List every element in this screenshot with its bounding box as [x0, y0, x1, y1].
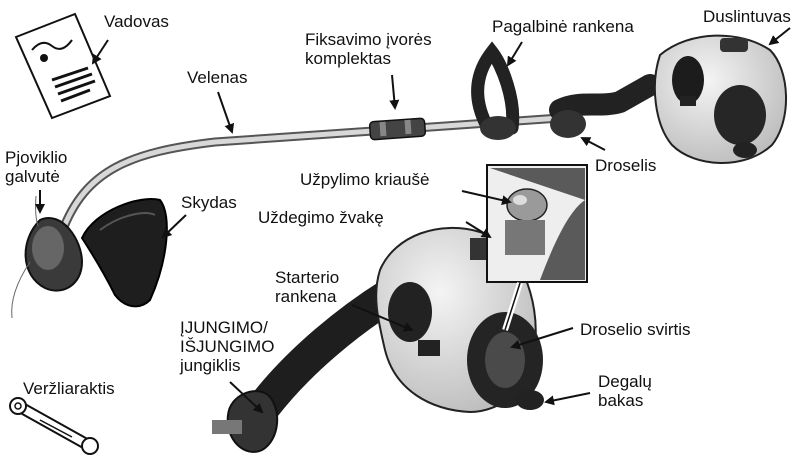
label-velenas: Velenas	[187, 68, 248, 87]
label-skydas: Skydas	[181, 193, 237, 212]
arrow-velenas	[218, 92, 232, 132]
label-uzpylimo: Užpylimo kriaušė	[300, 170, 429, 189]
label-uzdegimo: Uždegimo žvakę	[258, 208, 384, 227]
wrench-icon	[10, 398, 98, 454]
label-pagalbine: Pagalbinė rankena	[492, 17, 634, 36]
label-pjoviklio: Pjoviklio galvutė	[5, 148, 67, 186]
arrow-duslintuvas	[770, 28, 790, 44]
label-droselis: Droselis	[595, 156, 656, 175]
label-duslintuvas: Duslintuvas	[703, 7, 791, 26]
assist-handle	[478, 52, 516, 140]
arrow-fiksavimo	[392, 75, 395, 108]
coupler-kit	[369, 118, 425, 140]
arrow-droselis	[582, 138, 605, 150]
arrow-degalu	[546, 393, 590, 402]
primer-inset	[487, 165, 587, 282]
manual-icon	[16, 14, 110, 118]
arrow-pagalbine	[508, 42, 522, 65]
label-degalu: Degalų bakas	[598, 372, 652, 410]
label-fiksavimo: Fiksavimo įvorės komplektas	[305, 30, 432, 68]
upper-engine	[550, 36, 786, 163]
arrow-vadovas	[93, 40, 108, 63]
label-vadovas: Vadovas	[104, 12, 169, 31]
shield	[82, 199, 167, 306]
label-starterio: Starterio rankena	[275, 268, 339, 306]
label-droselio-svirtis: Droselio svirtis	[580, 320, 691, 339]
label-jungiklis: ĮJUNGIMO/ IŠJUNGIMO jungiklis	[180, 318, 274, 375]
label-verzliaraktis: Veržliaraktis	[23, 379, 115, 398]
